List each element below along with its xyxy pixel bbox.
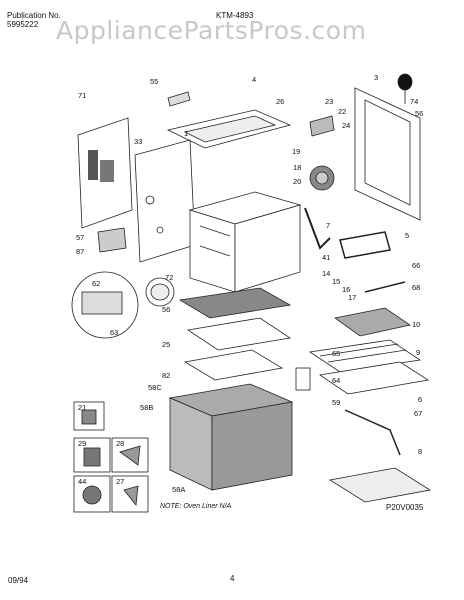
callout-18: 18 [293, 163, 301, 172]
part-71-side-panel[interactable] [77, 117, 133, 229]
callout-26: 26 [276, 97, 284, 106]
publication-label: Publication No. [7, 11, 61, 20]
callout-1: 1 [184, 129, 188, 138]
page-number: 4 [230, 574, 235, 583]
part-5-element[interactable] [339, 231, 391, 259]
callout-57: 57 [76, 233, 84, 242]
oven-liner-note: NOTE: Oven Liner N/A [160, 503, 232, 510]
part-8-broiler-pan[interactable] [328, 467, 432, 503]
part-21-inset[interactable] [73, 401, 105, 431]
part-29-inset[interactable] [73, 437, 111, 473]
callout-25: 25 [162, 340, 170, 349]
callout-62: 62 [92, 279, 100, 288]
callout-7: 7 [326, 221, 330, 230]
callout-87: 87 [76, 247, 84, 256]
callout-14: 14 [322, 269, 330, 278]
callout-17: 17 [348, 293, 356, 302]
part-24-bracket[interactable] [309, 115, 335, 137]
part-64-housing[interactable] [295, 367, 311, 391]
part-25-panel[interactable] [186, 317, 292, 351]
part-44-inset[interactable] [73, 475, 111, 513]
part-20-coil[interactable] [309, 165, 335, 191]
callout-9: 9 [416, 348, 420, 357]
callout-4: 4 [252, 75, 256, 84]
part-27-inset[interactable] [111, 475, 149, 513]
model-number: KTM-4893 [216, 11, 254, 20]
part-3-door-frame[interactable] [354, 87, 421, 221]
callout-56-top: 56 [415, 109, 423, 118]
callout-29: 29 [78, 439, 86, 448]
part-6-rack[interactable] [318, 361, 430, 395]
callout-58b: 58B [140, 403, 153, 412]
part-87-bracket[interactable] [97, 227, 127, 253]
callout-65: 65 [332, 349, 340, 358]
callout-64: 64 [332, 376, 340, 385]
callout-20: 20 [293, 177, 301, 186]
part-68-rod[interactable] [364, 281, 406, 293]
part-72-filter[interactable] [145, 277, 175, 307]
oven-cavity[interactable] [188, 191, 302, 293]
callout-71: 71 [78, 91, 86, 100]
callout-33: 33 [134, 137, 142, 146]
part-67-element[interactable] [344, 409, 401, 456]
callout-66: 66 [412, 261, 420, 270]
diagram-code: P20V0035 [386, 503, 424, 512]
part-26-top-frame[interactable] [166, 109, 292, 149]
callout-19: 19 [292, 147, 300, 156]
callout-68: 68 [412, 283, 420, 292]
watermark: AppliancePartsPros.com [56, 16, 367, 45]
footer-date: 09/94 [8, 576, 29, 585]
callout-10: 10 [412, 320, 420, 329]
callout-56-bottom: 56 [162, 305, 170, 314]
callout-6: 6 [418, 395, 422, 404]
callout-67: 67 [414, 409, 422, 418]
callout-63: 63 [110, 328, 118, 337]
callout-15: 15 [332, 277, 340, 286]
callout-23: 23 [325, 97, 333, 106]
part-55-trim[interactable] [167, 91, 191, 107]
callout-82: 82 [162, 371, 170, 380]
part-10-grid-plate[interactable] [334, 307, 411, 337]
callout-28: 28 [116, 439, 124, 448]
callout-22: 22 [338, 107, 346, 116]
part-1-back-panel[interactable] [134, 139, 196, 263]
callout-16: 16 [342, 285, 350, 294]
callout-21: 21 [78, 403, 86, 412]
callout-58c: 58C [148, 383, 162, 392]
part-82-panel[interactable] [183, 349, 284, 381]
callout-44: 44 [78, 477, 86, 486]
callout-59: 59 [332, 398, 340, 407]
callout-74: 74 [410, 97, 418, 106]
part-62-burner-housing[interactable] [71, 271, 139, 339]
callout-8: 8 [418, 447, 422, 456]
callout-58a: 58A [172, 485, 185, 494]
callout-5: 5 [405, 231, 409, 240]
callout-72: 72 [165, 273, 173, 282]
part-7-element[interactable] [304, 207, 331, 250]
callout-24: 24 [342, 121, 350, 130]
part-74-knob[interactable] [397, 73, 413, 104]
part-28-inset[interactable] [111, 437, 149, 473]
callout-3: 3 [374, 73, 378, 82]
publication-number: 5995222 [7, 20, 39, 29]
callout-27: 27 [116, 477, 124, 486]
part-56-bottom-plate[interactable] [178, 287, 292, 319]
part-58-drawer[interactable] [168, 383, 294, 491]
callout-41: 41 [322, 253, 330, 262]
callout-55: 55 [150, 77, 158, 86]
